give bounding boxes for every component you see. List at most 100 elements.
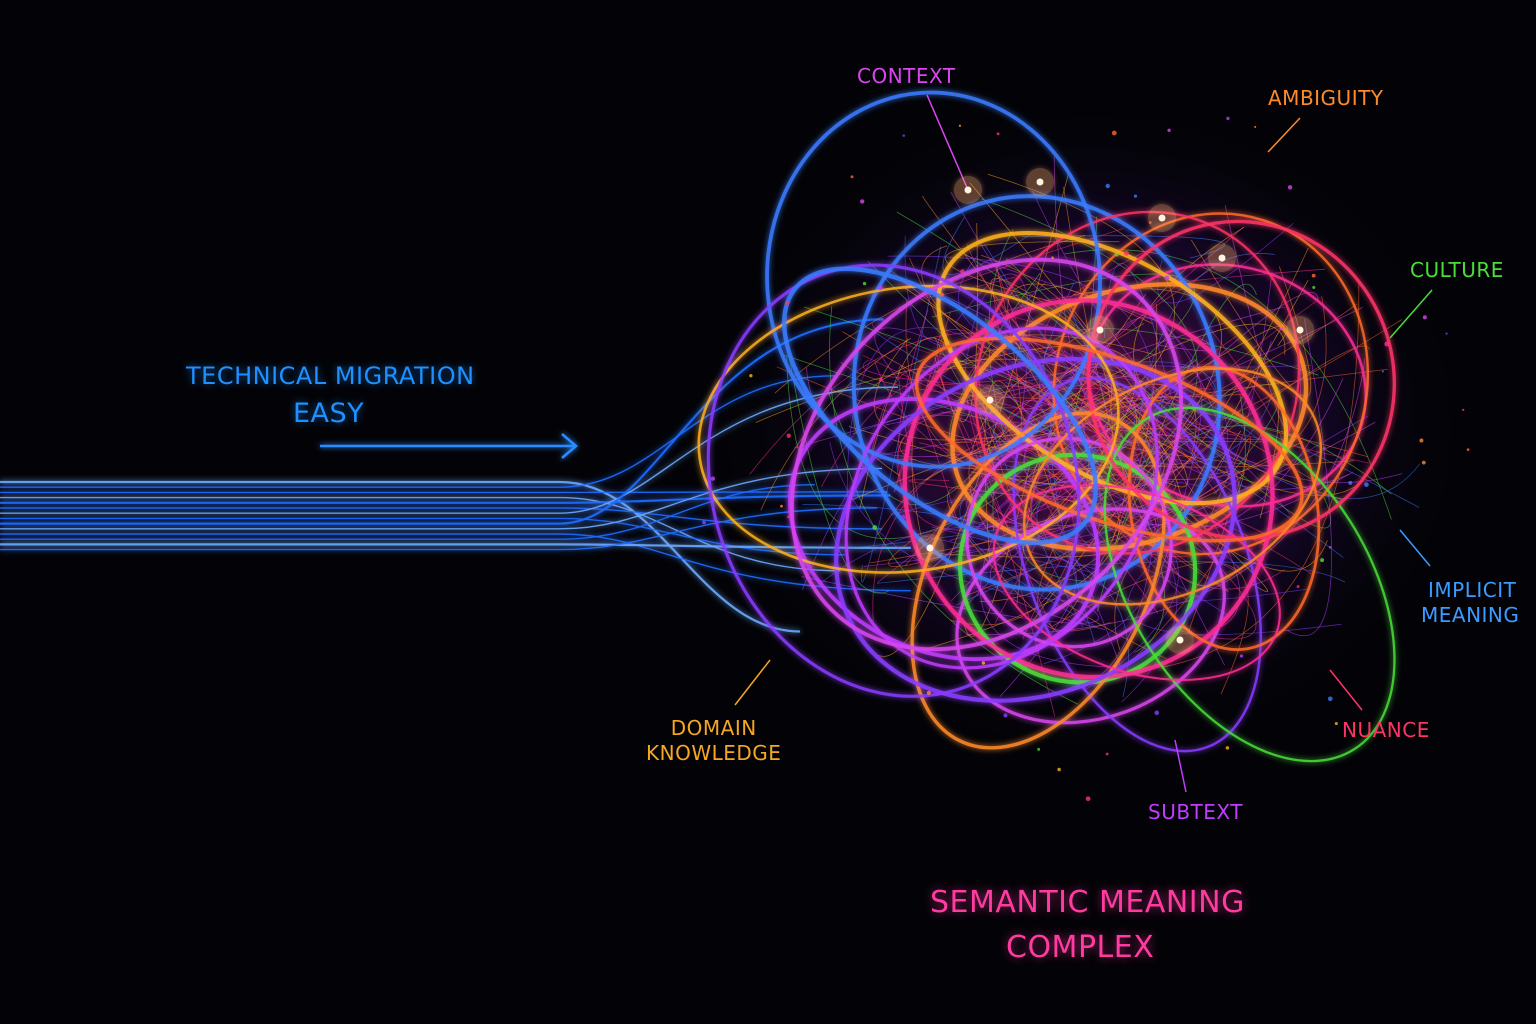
speck (784, 300, 790, 306)
speck (850, 175, 854, 179)
speck (749, 374, 753, 378)
tangle-thread (887, 255, 1153, 413)
label-subtext: SUBTEXT (1148, 800, 1243, 824)
tangle-loop (992, 484, 1281, 681)
speck (1296, 585, 1300, 588)
tangle-thread (1161, 280, 1360, 668)
tangle-thread (877, 464, 1059, 562)
node-point (1158, 214, 1166, 222)
glow-nodes (702, 116, 1470, 802)
tangle-thread (965, 358, 1366, 635)
speck (1164, 275, 1170, 281)
tangle-thread (950, 191, 1350, 490)
speck (860, 199, 865, 204)
speck (1334, 721, 1338, 726)
stream-line (0, 480, 801, 633)
leader-subtext (1174, 739, 1187, 793)
tangle-loop (910, 411, 1166, 750)
speck (1003, 713, 1008, 718)
speck (926, 690, 931, 696)
speck (1364, 482, 1369, 487)
label-context: CONTEXT (857, 64, 956, 88)
speck (878, 285, 883, 291)
speck (1328, 545, 1332, 549)
node-point (926, 544, 934, 552)
speck (1111, 130, 1117, 136)
node-point (1296, 326, 1304, 334)
stream-line (0, 543, 911, 549)
tangle-thread (908, 479, 1117, 506)
tangle-loop (844, 326, 1159, 670)
leader-culture (1389, 289, 1433, 339)
tangle-thread (1070, 317, 1235, 471)
tangle-thread (896, 407, 1060, 498)
tangle-thread (904, 399, 1087, 624)
tangle-loop (834, 356, 1237, 703)
tangle-thread (783, 322, 890, 594)
semantic-meaning-subtitle: COMPLEX (1006, 930, 1155, 965)
tangle-thread (869, 482, 1177, 564)
tangle-thread (962, 470, 1245, 598)
leader-implicit (1399, 529, 1431, 567)
speck (1348, 480, 1353, 485)
tangle-thread (979, 247, 1309, 602)
speck (1239, 654, 1244, 658)
speck (900, 514, 906, 520)
tangle-thread (1157, 222, 1294, 304)
tangle-loop (851, 194, 1222, 592)
speck (1154, 710, 1160, 716)
speck (1421, 460, 1426, 465)
speck (1466, 448, 1470, 451)
tangle-thread (969, 182, 1188, 488)
tangle-thread (942, 216, 1036, 275)
node-point (1096, 326, 1104, 334)
speck (960, 269, 965, 274)
leader-context (926, 94, 969, 191)
speck (1133, 194, 1138, 198)
speck (1381, 370, 1384, 373)
tangle-loop (1127, 365, 1321, 651)
tangle-loop (790, 257, 1183, 652)
tangle-loop (965, 436, 1173, 649)
speck (1124, 250, 1129, 256)
tangle-thread (1134, 253, 1275, 450)
speck (702, 520, 707, 525)
tangle-thread (776, 296, 1327, 480)
label-ambiguity: AMBIGUITY (1268, 86, 1384, 110)
tangle-thread (951, 359, 1194, 601)
tangle-thread (1063, 186, 1247, 587)
speck (1105, 183, 1110, 189)
leader-nuance (1329, 669, 1363, 711)
speck (878, 377, 883, 382)
tangle-loop (1103, 406, 1396, 763)
speck (862, 281, 867, 286)
stream-line (0, 386, 899, 514)
node-point (986, 396, 994, 404)
node-point (1218, 254, 1226, 262)
leader-lines (734, 94, 1433, 793)
stream-line (0, 318, 884, 525)
speck (1225, 746, 1230, 750)
technical-migration-subtitle: EASY (293, 398, 365, 429)
speck (1226, 116, 1230, 121)
tangle-thread (760, 337, 912, 511)
tangle-thread (1068, 376, 1369, 458)
tangle-thread (755, 358, 1192, 561)
tangle-thread (874, 327, 1135, 445)
speck (710, 476, 716, 481)
stream-line (0, 491, 888, 494)
tangle-thread (846, 327, 1037, 510)
tangle-loop (974, 210, 1301, 555)
speck (1051, 256, 1054, 259)
speck (1037, 747, 1041, 751)
tangle-thread (1133, 226, 1345, 501)
tangle-thread (1100, 421, 1165, 653)
speck (902, 134, 906, 137)
tangle-thread (992, 423, 1084, 628)
node-point (1036, 178, 1044, 186)
speck (1323, 446, 1326, 449)
tangle-thread (990, 515, 1107, 630)
speck (1114, 252, 1119, 257)
tangle-loop (1023, 367, 1323, 606)
